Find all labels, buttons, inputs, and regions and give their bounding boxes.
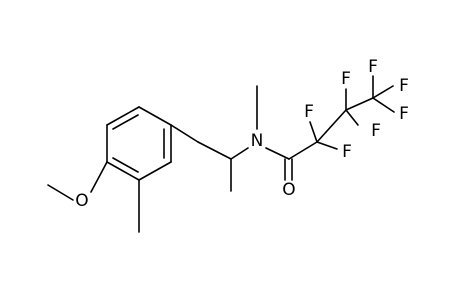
atom-f-3: F bbox=[341, 69, 351, 89]
ch2-bond bbox=[170, 124, 199, 143]
cf-bond-4 bbox=[345, 109, 359, 126]
ring-bond-6 bbox=[106, 161, 140, 181]
atom-n: N bbox=[251, 131, 264, 151]
atom-f-1: F bbox=[304, 102, 314, 122]
c3-c4-bond bbox=[345, 97, 374, 111]
cf-bond-2 bbox=[316, 141, 338, 150]
atom-f-4: F bbox=[371, 121, 381, 141]
ring-bond-6-inner bbox=[112, 157, 139, 173]
atom-f-5: F bbox=[368, 57, 378, 77]
atom-f-2: F bbox=[342, 142, 352, 162]
atom-labels: O N O F F F F F F F bbox=[75, 57, 409, 211]
c2-bond bbox=[288, 141, 318, 160]
atom-f-6: F bbox=[399, 76, 409, 96]
ch2-ch-bond bbox=[197, 141, 232, 160]
ch-n-bond bbox=[230, 147, 249, 160]
cf-bond-6 bbox=[372, 85, 394, 99]
cf-bond-7 bbox=[372, 97, 395, 113]
ring-bond-5 bbox=[138, 161, 172, 181]
atom-o-methoxy: O bbox=[75, 191, 88, 211]
c2-c3-bond bbox=[316, 109, 347, 143]
atom-o-carbonyl: O bbox=[282, 180, 295, 200]
atom-f-7: F bbox=[399, 104, 409, 124]
bonds bbox=[47, 75, 395, 233]
methoxy-o-bond bbox=[90, 161, 108, 193]
methoxy-ch3-bond bbox=[47, 184, 74, 201]
ring-bond-2 bbox=[106, 106, 140, 126]
ring-bond-2-inner bbox=[112, 114, 139, 130]
n-carbonyl-bond bbox=[265, 147, 290, 160]
ring-bond-3 bbox=[138, 106, 172, 126]
cf-bond-1 bbox=[309, 121, 318, 143]
